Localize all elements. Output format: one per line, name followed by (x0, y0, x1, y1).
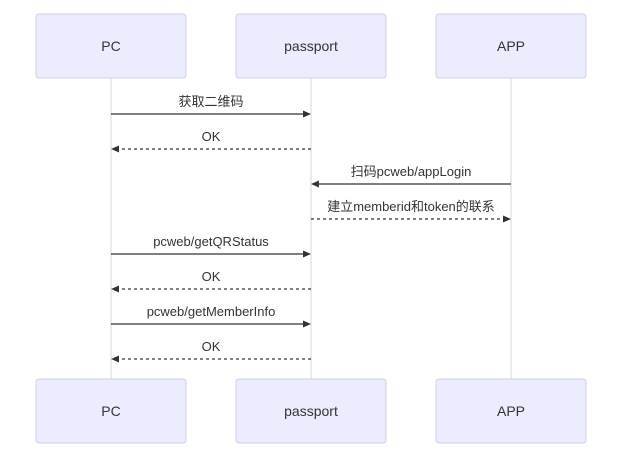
actor-label: passport (284, 38, 338, 54)
message-3: 扫码pcweb/appLogin (311, 164, 511, 188)
actor-passport-bottom: passport (235, 378, 387, 444)
actor-label: PC (101, 38, 120, 54)
arrowhead (111, 355, 119, 363)
message-label: 获取二维码 (178, 94, 243, 109)
message-label: 建立memberid和token的联系 (327, 199, 495, 214)
actor-pc-bottom: PC (35, 378, 187, 444)
message-5: pcweb/getQRStatus (111, 234, 311, 258)
message-label: pcweb/getQRStatus (153, 234, 269, 249)
actor-box (235, 378, 387, 444)
message-6: OK (111, 269, 311, 293)
actor-box (35, 378, 187, 444)
actor-box (435, 13, 587, 79)
message-label: OK (202, 269, 221, 284)
actor-app-bottom: APP (435, 378, 587, 444)
message-label: OK (202, 129, 221, 144)
actor-label: passport (284, 403, 338, 419)
message-2: OK (111, 129, 311, 153)
arrowhead (303, 250, 311, 258)
message-1: 获取二维码 (111, 94, 311, 118)
actor-box (235, 13, 387, 79)
actor-box (435, 378, 587, 444)
arrowhead (503, 215, 511, 223)
actor-label: PC (101, 403, 120, 419)
message-label: 扫码pcweb/appLogin (351, 164, 472, 179)
actors-bottom: PC passport APP (35, 378, 587, 444)
actor-passport-top: passport (235, 13, 387, 79)
arrowhead (303, 320, 311, 328)
message-label: pcweb/getMemberInfo (147, 304, 276, 319)
message-label: OK (202, 339, 221, 354)
message-4: 建立memberid和token的联系 (311, 199, 511, 223)
actor-label: APP (497, 38, 525, 54)
arrowhead (311, 180, 319, 188)
arrowhead (303, 110, 311, 118)
message-7: pcweb/getMemberInfo (111, 304, 311, 328)
lifelines (110, 78, 512, 379)
message-8: OK (111, 339, 311, 363)
messages: 获取二维码 OK 扫码pcweb/appLogin 建立memberid和token的… (111, 94, 511, 363)
arrowhead (111, 285, 119, 293)
actor-pc-top: PC (35, 13, 187, 79)
actor-box (35, 13, 187, 79)
actor-label: APP (497, 403, 525, 419)
actor-app-top: APP (435, 13, 587, 79)
arrowhead (111, 145, 119, 153)
actors-top: PC passport APP (35, 13, 587, 79)
